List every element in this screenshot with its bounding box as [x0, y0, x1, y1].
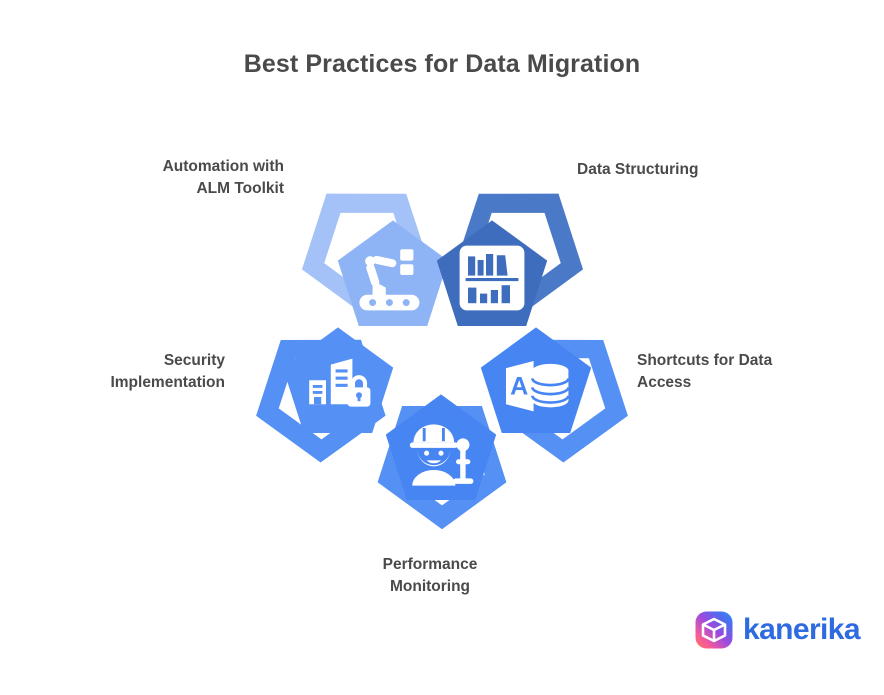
bookshelf-archive-icon [459, 245, 525, 311]
robot-arm-icon [359, 249, 420, 311]
logo-wordmark: kanerika [743, 613, 861, 646]
svg-text:A: A [510, 373, 528, 401]
security-label: Security Implementation [110, 352, 225, 392]
data-structuring-label: Data Structuring [577, 161, 699, 178]
automation-label: Automation with ALM Toolkit [162, 158, 284, 198]
security-filled-pentagon [282, 327, 394, 433]
data-structuring-filled-pentagon [436, 220, 548, 326]
shortcuts-filled-pentagon: A [480, 327, 592, 433]
worker-hardhat-icon [409, 424, 474, 486]
cube-logo-icon [695, 611, 733, 649]
kanerika-logo[interactable]: kanerika [694, 610, 861, 650]
page-title: Best Practices for Data Migration [243, 50, 641, 78]
shortcuts-label: Shortcuts for Data Access [637, 352, 773, 392]
buildings-lock-icon [309, 358, 371, 407]
performance-filled-pentagon [385, 394, 497, 500]
performance-label: Performance Monitoring [382, 556, 478, 596]
access-database-icon: A [506, 361, 570, 412]
automation-filled-pentagon [337, 220, 449, 326]
